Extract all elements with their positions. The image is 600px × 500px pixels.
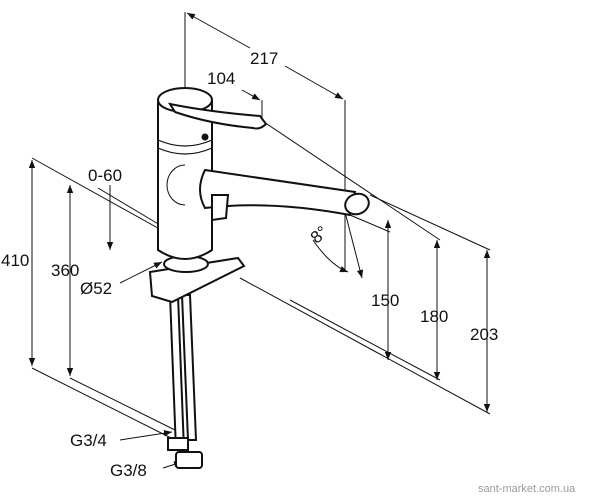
dim-label-104: 104 xyxy=(207,69,235,88)
dim-label-angle: 8° xyxy=(307,222,332,247)
dim-label-diameter: Ø52 xyxy=(80,279,112,298)
watermark: sant-market.com.ua xyxy=(478,483,576,495)
label-connection-g34: G3/4 xyxy=(70,431,107,450)
dim-label-180: 180 xyxy=(420,307,448,326)
dim-label-217: 217 xyxy=(250,49,278,68)
faucet-drawing xyxy=(148,87,370,469)
dim-label-203: 203 xyxy=(470,325,498,344)
dim-label-150: 150 xyxy=(371,291,399,310)
dim-label-360: 360 xyxy=(51,261,79,280)
label-connection-g38: G3/8 xyxy=(110,461,147,480)
dim-label-height-adjust: 0-60 xyxy=(88,166,122,185)
dimension-lines xyxy=(28,12,491,469)
dim-label-410: 410 xyxy=(1,251,29,270)
